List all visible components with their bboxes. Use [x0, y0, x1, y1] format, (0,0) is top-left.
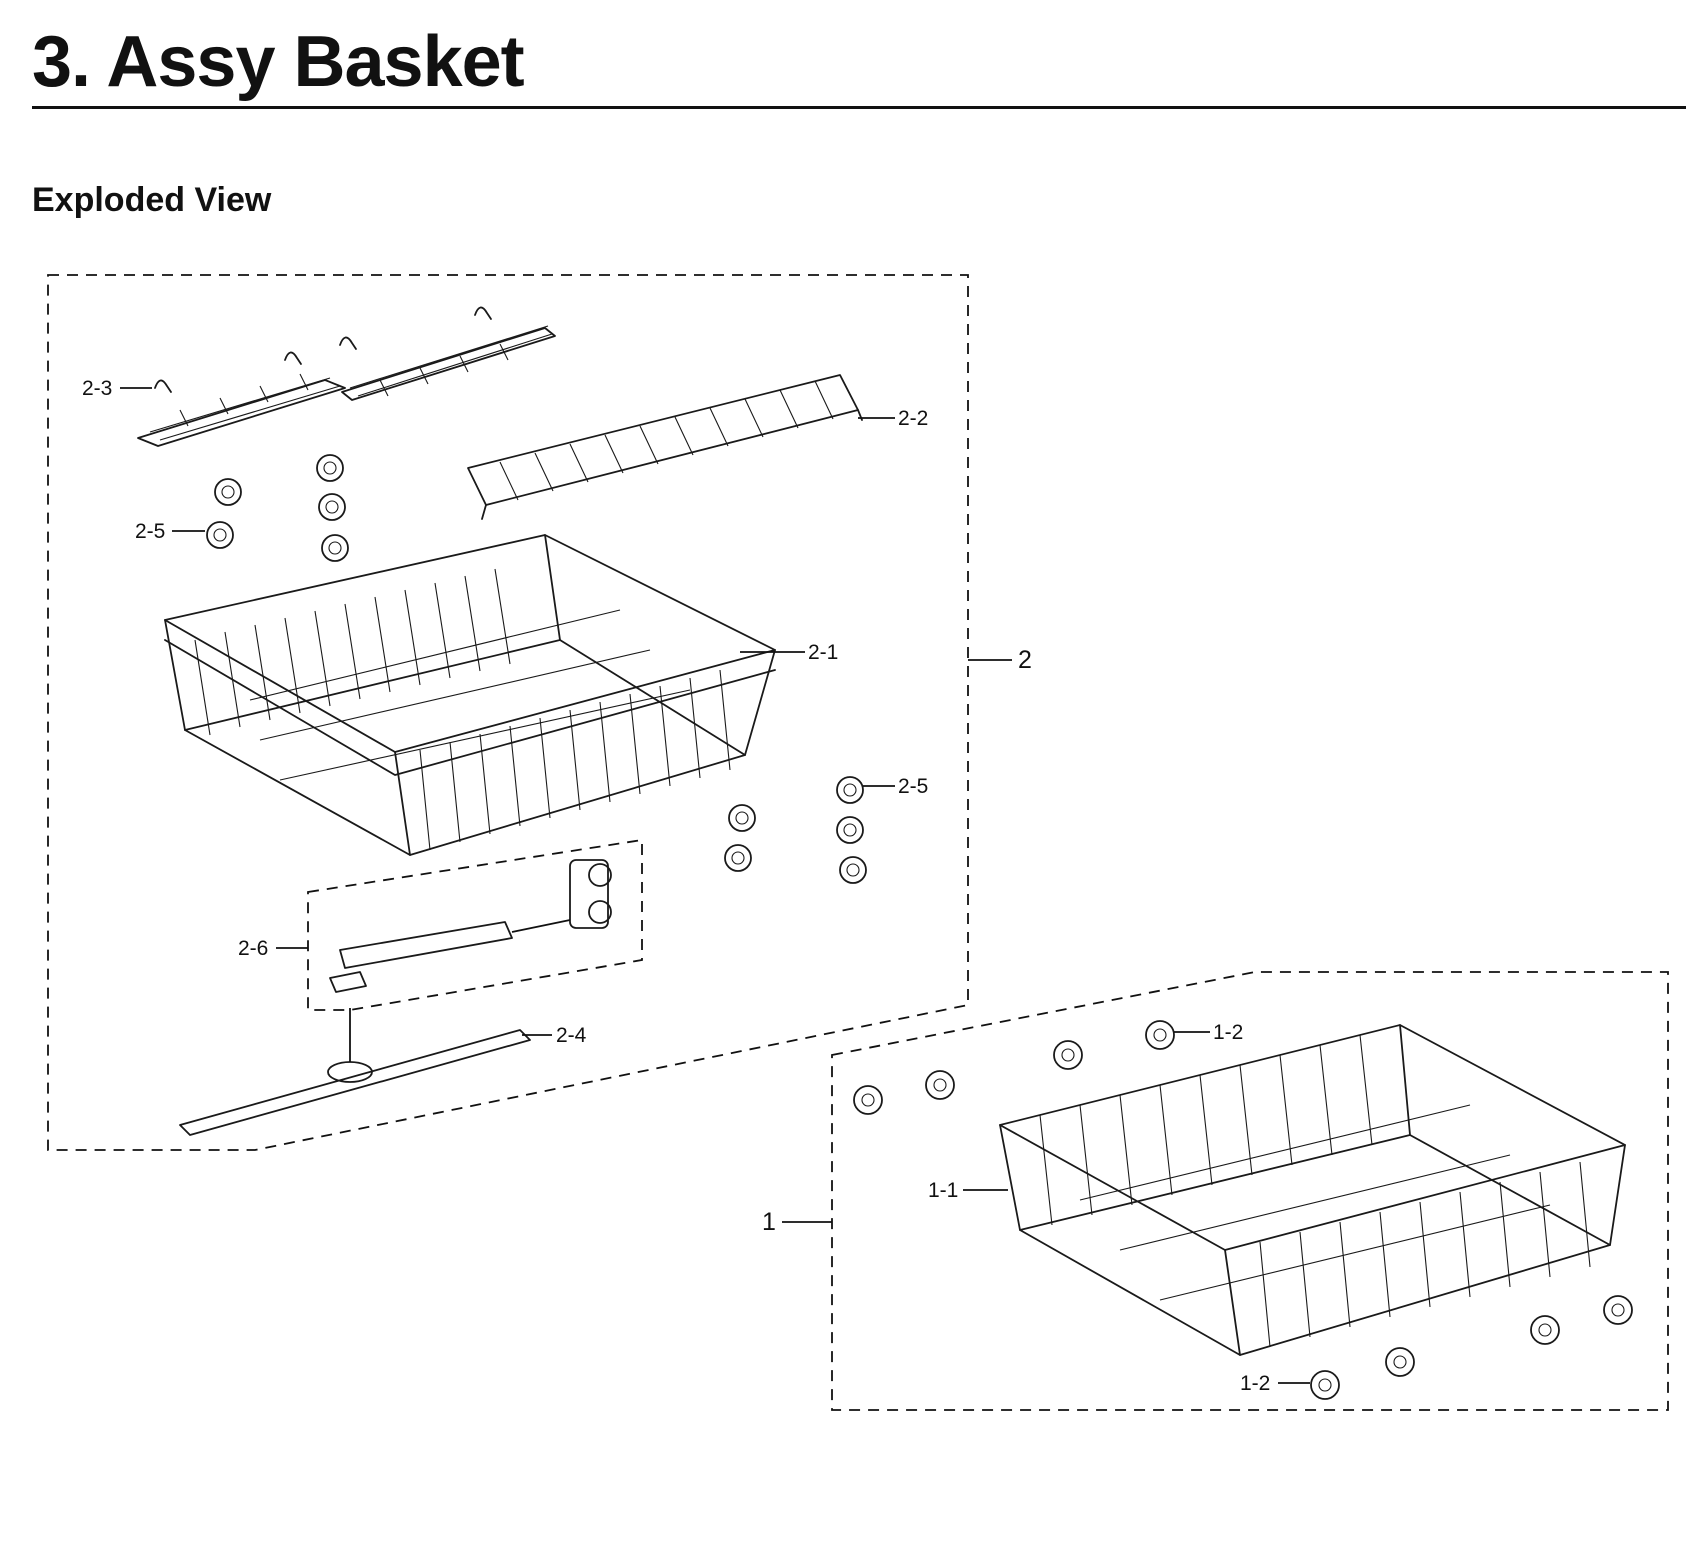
- rail-clip-icons: [154, 306, 492, 393]
- page-title: 3. Assy Basket: [32, 22, 525, 102]
- wheel-icons-top: [853, 1020, 1175, 1115]
- callout-2-1: 2-1: [808, 641, 838, 664]
- callout-2-2: 2-2: [898, 407, 928, 430]
- callout-2-5-right: 2-5: [898, 775, 928, 798]
- assembly-2-6-boundary: [307, 838, 643, 1011]
- callout-2-5-left: 2-5: [135, 520, 165, 543]
- callout-1-1: 1-1: [928, 1179, 958, 1202]
- part-2-3-rails: [137, 325, 556, 447]
- assembly-2-boundary: [47, 274, 969, 1151]
- callout-2-4: 2-4: [556, 1024, 587, 1047]
- callout-1-2-top: 1-2: [1213, 1021, 1243, 1044]
- part-2-1-upper-basket: [164, 534, 776, 856]
- callout-2-6: 2-6: [238, 937, 268, 960]
- title-underline: [32, 106, 1686, 109]
- callout-2-3: 2-3: [82, 377, 112, 400]
- callout-2: 2: [1018, 646, 1032, 674]
- roller-icons-left: [206, 454, 349, 562]
- callout-leaders: [120, 387, 1310, 1384]
- roller-icons-right: [724, 776, 867, 884]
- wheel-icons-bottom: [1310, 1295, 1633, 1400]
- part-2-6-pipe: [329, 859, 612, 993]
- callout-1-2-bottom: 1-2: [1240, 1372, 1270, 1395]
- part-2-4-spray-arm: [179, 1008, 531, 1136]
- section-subtitle: Exploded View: [32, 181, 272, 219]
- callout-1: 1: [762, 1208, 776, 1236]
- part-2-2-shelf: [467, 374, 863, 520]
- part-1-1-lower-basket: [999, 1024, 1626, 1356]
